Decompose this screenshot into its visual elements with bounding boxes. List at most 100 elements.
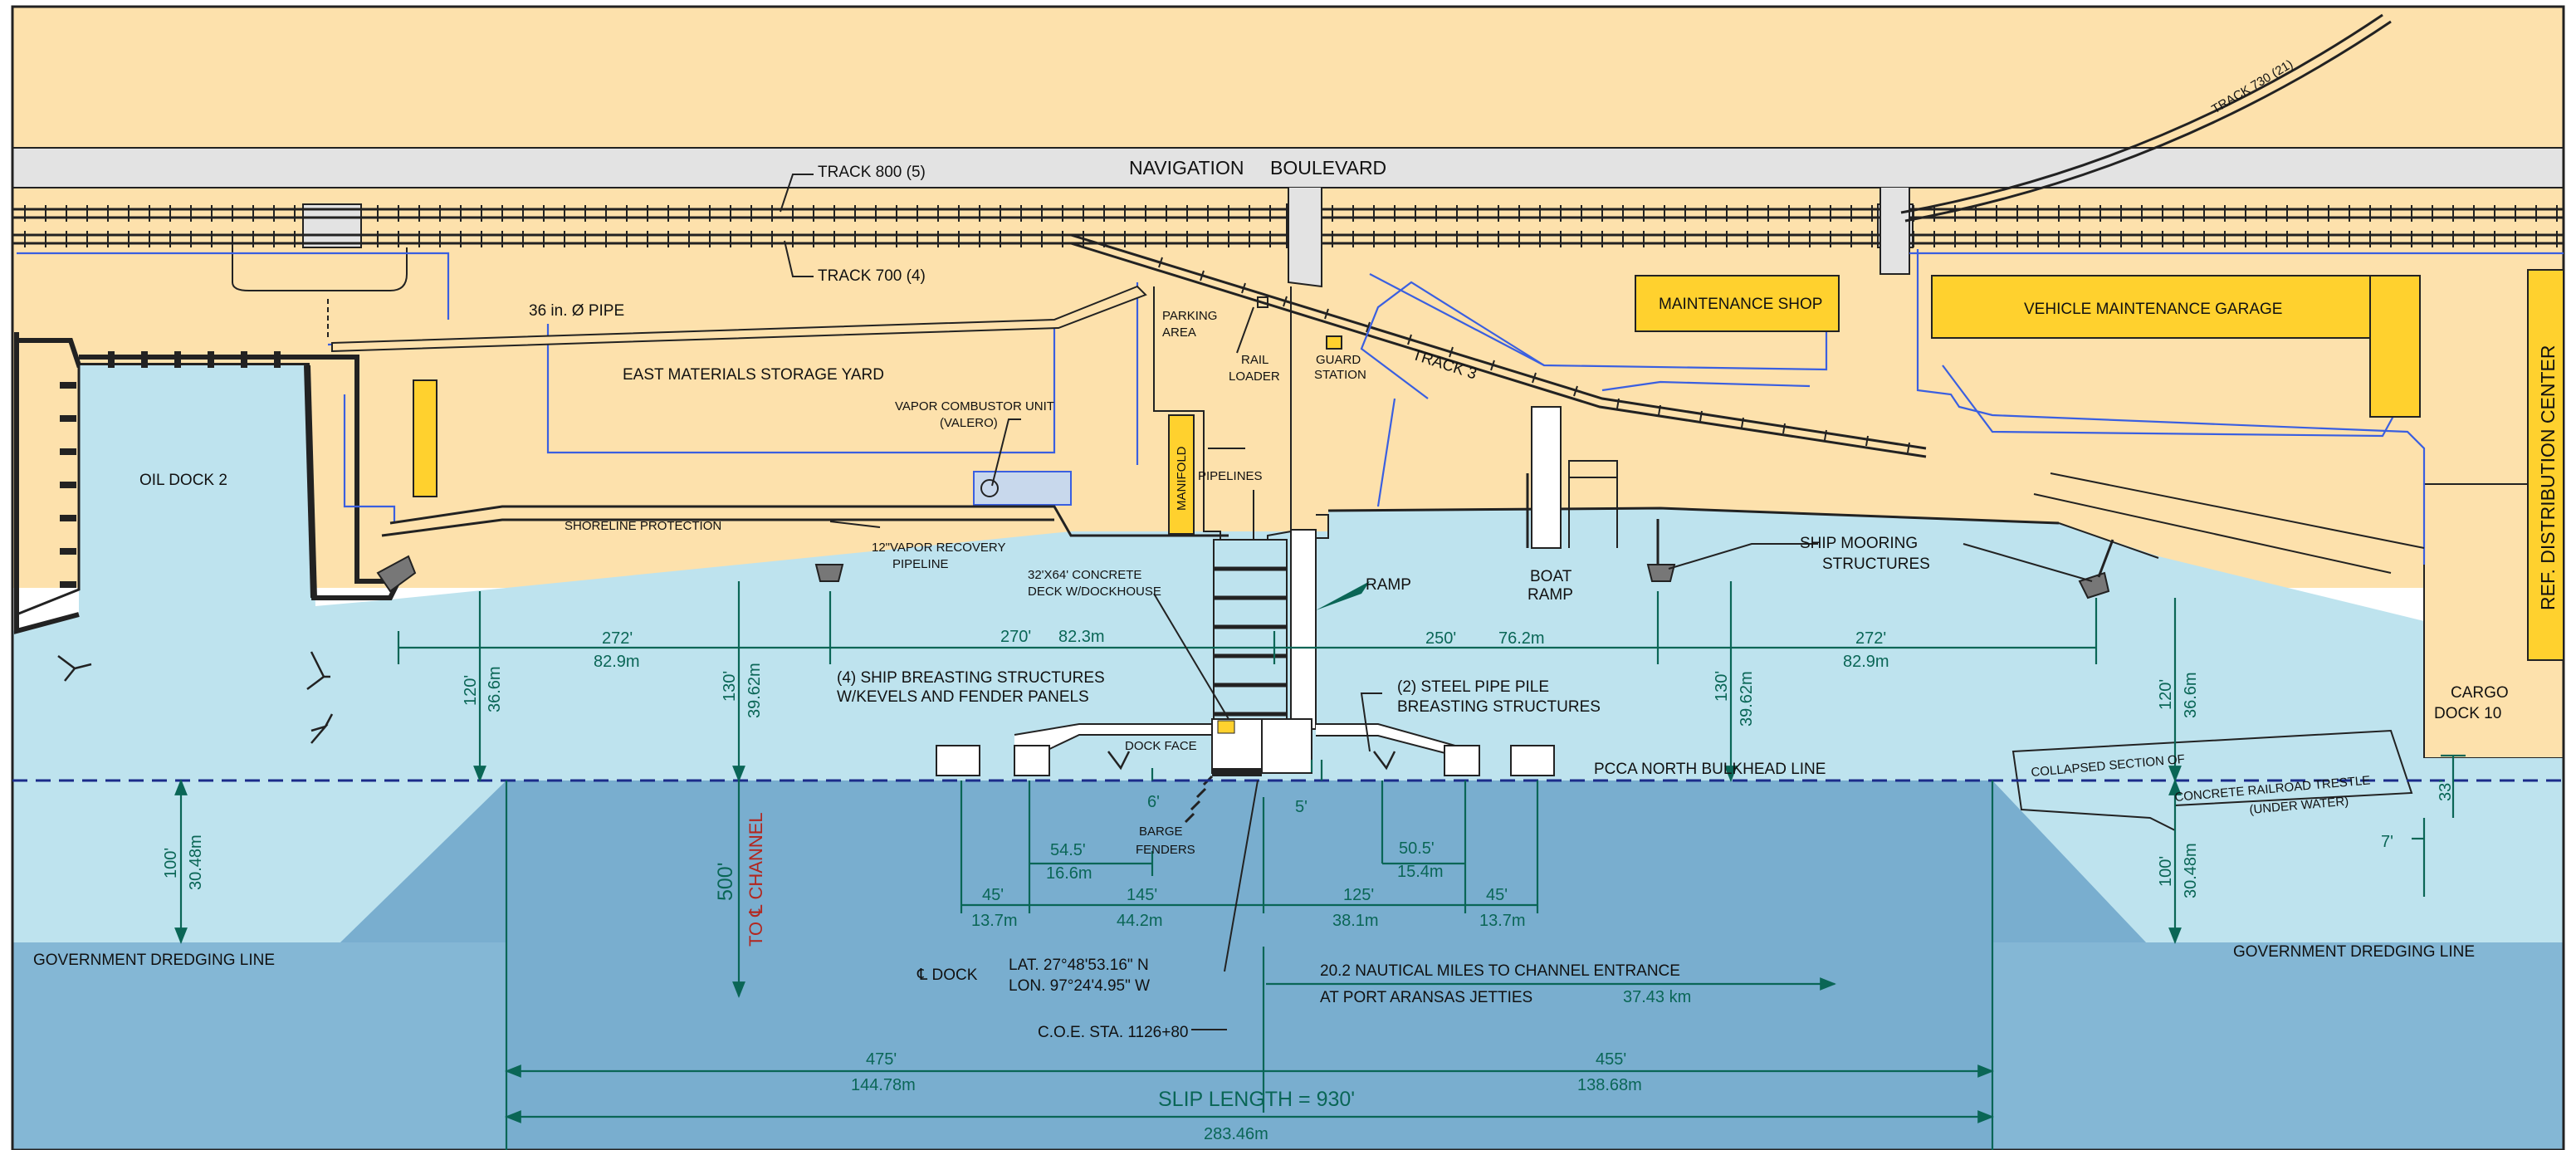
dim-7: 7' bbox=[2381, 833, 2393, 851]
leader-lines bbox=[780, 174, 2093, 1030]
vapor-unit-label-1: VAPOR COMBUSTOR UNIT bbox=[895, 399, 1054, 414]
guard-label-1: GUARD bbox=[1316, 353, 1361, 367]
dim-270-ft: 270' bbox=[1000, 628, 1031, 646]
dim-505-m: 15.4m bbox=[1397, 863, 1444, 881]
dim-250-ft: 250' bbox=[1425, 629, 1456, 648]
breasting4-label-2: W/KEVELS AND FENDER PANELS bbox=[837, 688, 1089, 706]
parking-label-1: PARKING bbox=[1162, 309, 1217, 323]
dimension-lines bbox=[174, 581, 2466, 1150]
oil-dock-teeth bbox=[60, 351, 281, 588]
dim-33: 33' bbox=[2437, 780, 2455, 801]
cargo-dock-label-1: CARGO bbox=[2451, 684, 2509, 702]
dim-100a-ft: 100' bbox=[162, 848, 180, 878]
breasting4-label-1: (4) SHIP BREASTING STRUCTURES bbox=[837, 669, 1105, 687]
ramp-structure bbox=[1290, 514, 1329, 730]
mooring-label-2: STRUCTURES bbox=[1822, 555, 1930, 573]
oil-dock-label: OIL DOCK 2 bbox=[139, 472, 227, 489]
kevels bbox=[57, 651, 1396, 771]
ramp-label: RAMP bbox=[1366, 576, 1411, 594]
dim-100a-m: 30.48m bbox=[187, 834, 205, 890]
oil-dock-2 bbox=[17, 338, 403, 600]
barge-fenders-label-1: BARGE bbox=[1139, 825, 1183, 839]
ref-center-label: REF. DISTRIBUTION CENTER bbox=[2537, 345, 2559, 610]
dim-130b-m: 39.62m bbox=[1738, 671, 1756, 727]
slip-length-label: SLIP LENGTH = 930' bbox=[1158, 1088, 1355, 1111]
parking-label-2: AREA bbox=[1162, 325, 1196, 340]
lat-label: LAT. 27°48'53.16" N bbox=[1009, 957, 1149, 974]
rail-loader-label-1: RAIL bbox=[1241, 353, 1268, 367]
dim-45a-m: 13.7m bbox=[971, 912, 1018, 930]
ramp-arrow bbox=[1316, 581, 1370, 610]
dim-145-ft: 145' bbox=[1127, 886, 1157, 904]
vapor-pipe-label-2: PIPELINE bbox=[892, 557, 949, 571]
buildings bbox=[413, 269, 2564, 661]
track-800-label: TRACK 800 (5) bbox=[818, 164, 926, 181]
breasting-structure-2 bbox=[1014, 745, 1050, 776]
dim-6: 6' bbox=[1147, 793, 1160, 811]
manifold-label: MANIFOLD bbox=[1175, 446, 1189, 511]
dim-475-ft: 475' bbox=[866, 1050, 897, 1069]
mooring-label-1: SHIP MOORING bbox=[1800, 535, 1918, 552]
barge-fenders-label-2: FENDERS bbox=[1136, 843, 1195, 857]
vehicle-garage-label: VEHICLE MAINTENANCE GARAGE bbox=[2024, 301, 2282, 318]
dock-face-label: DOCK FACE bbox=[1125, 739, 1197, 753]
lon-label: LON. 97°24'4.95" W bbox=[1009, 977, 1150, 995]
dim-475-m: 144.78m bbox=[851, 1076, 916, 1094]
dredged-area bbox=[12, 781, 2564, 1150]
dim-272a-ft: 272' bbox=[602, 629, 633, 648]
boat-ramp-label-1: BOAT bbox=[1530, 568, 1572, 585]
boat-ramp bbox=[1526, 406, 1618, 549]
breasting-structure-3 bbox=[1444, 745, 1480, 776]
pipe-36in bbox=[327, 285, 1147, 353]
dim-100b-m: 30.48m bbox=[2182, 843, 2200, 898]
deck-label-2: DECK W/DOCKHOUSE bbox=[1028, 585, 1161, 599]
gov-line-label-left: GOVERNMENT DREDGING LINE bbox=[33, 952, 275, 969]
shoreline-protection bbox=[381, 472, 2425, 574]
breasting2-label-1: (2) STEEL PIPE PILE bbox=[1397, 678, 1549, 696]
east-yard-label: EAST MATERIALS STORAGE YARD bbox=[623, 366, 884, 384]
deep-slip bbox=[340, 781, 2146, 1150]
dim-272b-ft: 272' bbox=[1855, 629, 1886, 648]
dim-130a-ft: 130' bbox=[721, 671, 739, 702]
track-3 bbox=[1070, 233, 1927, 458]
dim-272b-m: 82.9m bbox=[1843, 653, 1889, 671]
cargo-dock-label-2: DOCK 10 bbox=[2434, 705, 2501, 722]
dim-45b-ft: 45' bbox=[1486, 886, 1508, 904]
coe-sta-label: C.O.E. STA. 1126+80 bbox=[1038, 1024, 1188, 1041]
track-730 bbox=[1900, 13, 2392, 223]
vapor-unit-label-2: (VALERO) bbox=[940, 416, 998, 430]
dim-120b-ft: 120' bbox=[2157, 679, 2175, 710]
dim-125-ft: 125' bbox=[1343, 886, 1374, 904]
dim-120a-ft: 120' bbox=[462, 675, 480, 706]
jetties-km-label: 37.43 km bbox=[1623, 988, 1691, 1006]
rail-ties bbox=[24, 205, 2558, 247]
vapor-pipe-label-1: 12"VAPOR RECOVERY bbox=[872, 541, 1006, 555]
breasting-structure-1 bbox=[936, 745, 980, 776]
dim-125-m: 38.1m bbox=[1332, 912, 1379, 930]
dim-120b-m: 36.6m bbox=[2182, 672, 2200, 718]
boat-ramp-label-2: RAMP bbox=[1528, 586, 1573, 604]
pipelines-corridor bbox=[1153, 286, 1292, 541]
dim-455-ft: 455' bbox=[1596, 1050, 1626, 1069]
manifold bbox=[1168, 414, 1195, 535]
garage-wing bbox=[2369, 275, 2421, 418]
gov-line-label-right: GOVERNMENT DREDGING LINE bbox=[2233, 943, 2475, 961]
rail-loader-label-2: LOADER bbox=[1229, 369, 1280, 384]
small-yard-bldg bbox=[413, 379, 437, 497]
nautical-label: 20.2 NAUTICAL MILES TO CHANNEL ENTRANCE bbox=[1320, 962, 1680, 980]
dim-145-m: 44.2m bbox=[1117, 912, 1163, 930]
mooring-structures bbox=[376, 555, 2110, 599]
track-700-label: TRACK 700 (4) bbox=[818, 267, 926, 285]
dock-structures bbox=[936, 718, 1555, 776]
dim-455-m: 138.68m bbox=[1577, 1076, 1642, 1094]
bulkhead-label: PCCA NORTH BULKHEAD LINE bbox=[1594, 761, 1826, 778]
dim-130b-ft: 130' bbox=[1713, 671, 1731, 702]
dim-45a-ft: 45' bbox=[982, 886, 1004, 904]
vehicle-maintenance-garage bbox=[1931, 275, 2420, 339]
jetties-label: AT PORT ARANSAS JETTIES bbox=[1320, 989, 1532, 1006]
street-name-1: NAVIGATION bbox=[1129, 157, 1244, 179]
deck-label-1: 32'X64' CONCRETE bbox=[1028, 568, 1141, 582]
dim-500: 500' bbox=[714, 863, 737, 901]
shoreline-label: SHORELINE PROTECTION bbox=[565, 519, 721, 533]
